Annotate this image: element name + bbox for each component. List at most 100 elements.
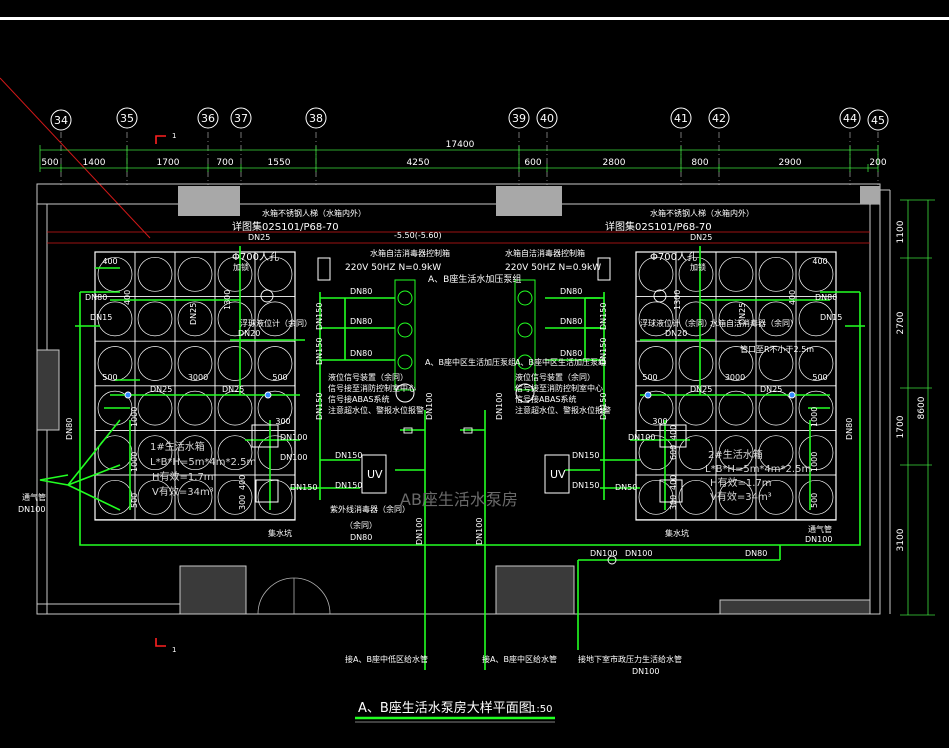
tank1-volume: V有效=34m³ — [152, 485, 214, 498]
tank-panel-circle — [638, 346, 674, 381]
sensor-right-4: 注意超水位、警报水位报警 — [515, 405, 611, 415]
pipe-label: DN100 — [415, 518, 424, 545]
pipe-note: 管口至R不小于2.5m — [740, 344, 814, 354]
tank-panel-circle — [638, 435, 674, 471]
power-right: 220V 50HZ N=0.9kW — [505, 263, 601, 273]
tank-panel-circle — [718, 301, 754, 337]
axis-bubble-42 — [708, 107, 730, 129]
pipe-label: DN80 — [350, 317, 372, 326]
sensor-right-2: 信号接至消防控制室中心 — [515, 383, 603, 393]
pipe-label: DN150 — [599, 338, 608, 365]
lock-note: （余同） — [345, 520, 377, 530]
axis-label: 39 — [512, 112, 526, 125]
red-leader-line — [0, 77, 151, 239]
lock-left-note: 加锁 — [233, 262, 249, 272]
axis-label: 37 — [234, 112, 248, 125]
tank-panel-circle — [758, 346, 794, 381]
section-marker — [155, 135, 166, 647]
tank-panel — [795, 474, 837, 520]
outlet-mid: 接A、B座中区给水管 — [482, 654, 557, 664]
tank-panel-circle — [97, 301, 133, 337]
drawing-title: A、B座生活水泵房大样平面图 — [358, 700, 532, 716]
pipe-label: DN100 — [628, 433, 655, 442]
tank-panel-circle — [718, 390, 754, 426]
dim-segment: 4250 — [407, 158, 430, 168]
dim-label: 300 — [238, 495, 247, 510]
pipe-label: DN25 — [690, 385, 712, 394]
outlet-right: 接地下室市政压力生活给水管 — [578, 654, 682, 664]
tank-panel-circle — [257, 346, 293, 381]
tank-panel-circle — [137, 301, 173, 337]
axis-bubbles — [50, 107, 889, 131]
dim-segment: 800 — [691, 158, 708, 168]
uv-left-label: UV — [367, 468, 383, 481]
tank-panel-circle — [217, 390, 253, 426]
dim-segment: 600 — [524, 158, 541, 168]
tank-panel-circle — [798, 390, 834, 426]
section-number: 1 — [172, 646, 176, 654]
pipe-label: DN150 — [599, 303, 608, 330]
tank-panel — [675, 340, 717, 387]
dim-label: 500 — [642, 373, 657, 382]
pipe-label: DN100 — [805, 535, 832, 544]
pipe-label: DN80 — [560, 349, 582, 358]
tank-panel-circle — [177, 390, 213, 426]
axis-bubble-37 — [230, 107, 252, 129]
axis-bubble-41 — [670, 107, 692, 129]
drain-pit-note-right: 集水坑 — [665, 528, 689, 538]
tank-panel-circle — [217, 256, 253, 292]
pipe-label: DN150 — [315, 303, 324, 330]
pipe-label: DN100 — [425, 393, 434, 420]
tank-panel — [214, 474, 256, 520]
dim-label: 1000 — [130, 407, 139, 427]
pipe-label: DN100 — [590, 549, 617, 558]
pipe-label: DN80 — [350, 533, 372, 542]
pipe-label: DN100 — [475, 518, 484, 545]
red-reference-lines — [47, 231, 870, 244]
lock-right-note: 加锁 — [690, 262, 706, 272]
pipe-label: DN100 — [625, 549, 652, 558]
section-number: 1 — [172, 132, 176, 140]
axis-label: 45 — [871, 114, 885, 127]
dim-label: 300 — [275, 417, 290, 426]
control-boxes — [251, 257, 687, 503]
float-left-note: 浮球液位计（余同） — [240, 318, 312, 328]
door — [257, 577, 331, 615]
pipe-label: DN100 — [18, 505, 45, 514]
dim-right: 2700 — [896, 311, 906, 334]
axis-bubble-45 — [867, 109, 889, 131]
pipe-label: DN25 — [189, 303, 198, 325]
pipe-label: DN80 — [845, 418, 854, 440]
tank2-height: H有效=1.7m — [710, 476, 772, 489]
dim-label: 300 — [669, 495, 678, 510]
tank-panel-circle — [97, 435, 133, 471]
tank-panel — [174, 385, 216, 431]
tank-panel-circle — [257, 301, 293, 337]
axis-bubble-35 — [116, 107, 138, 129]
tank-panel-circle — [97, 479, 133, 515]
pipe-label: DN15 — [820, 313, 842, 322]
tank-panel — [134, 251, 176, 297]
viewport-border — [0, 17, 949, 20]
tank-panel-circle — [678, 390, 714, 426]
tank-panel — [715, 385, 757, 431]
axis-bubble-36 — [197, 107, 219, 129]
pipe-label: DN100 — [280, 453, 307, 462]
pump-left-name: A、B座生活水加压泵组 — [428, 273, 521, 285]
dim-label: 500 — [130, 493, 139, 508]
tank2-volume: V有效=34m³ — [710, 490, 772, 503]
tank-panel-circle — [758, 479, 794, 515]
dim-label: 400 — [238, 475, 247, 490]
pipe-network — [39, 246, 865, 670]
tank-panel-circle — [217, 346, 253, 381]
pipe-label: DN100 — [495, 393, 504, 420]
dim-label: 3000 — [188, 373, 208, 382]
pipe-label: DN80 — [560, 287, 582, 296]
ref-right: 详图集02S101/P68-70 — [605, 220, 712, 233]
tank-panel-circle — [638, 479, 674, 515]
tank-panel-circle — [718, 346, 754, 381]
tank-panel-circle — [678, 435, 714, 471]
tank-panel — [94, 430, 136, 476]
tank-panel-circle — [678, 346, 714, 381]
